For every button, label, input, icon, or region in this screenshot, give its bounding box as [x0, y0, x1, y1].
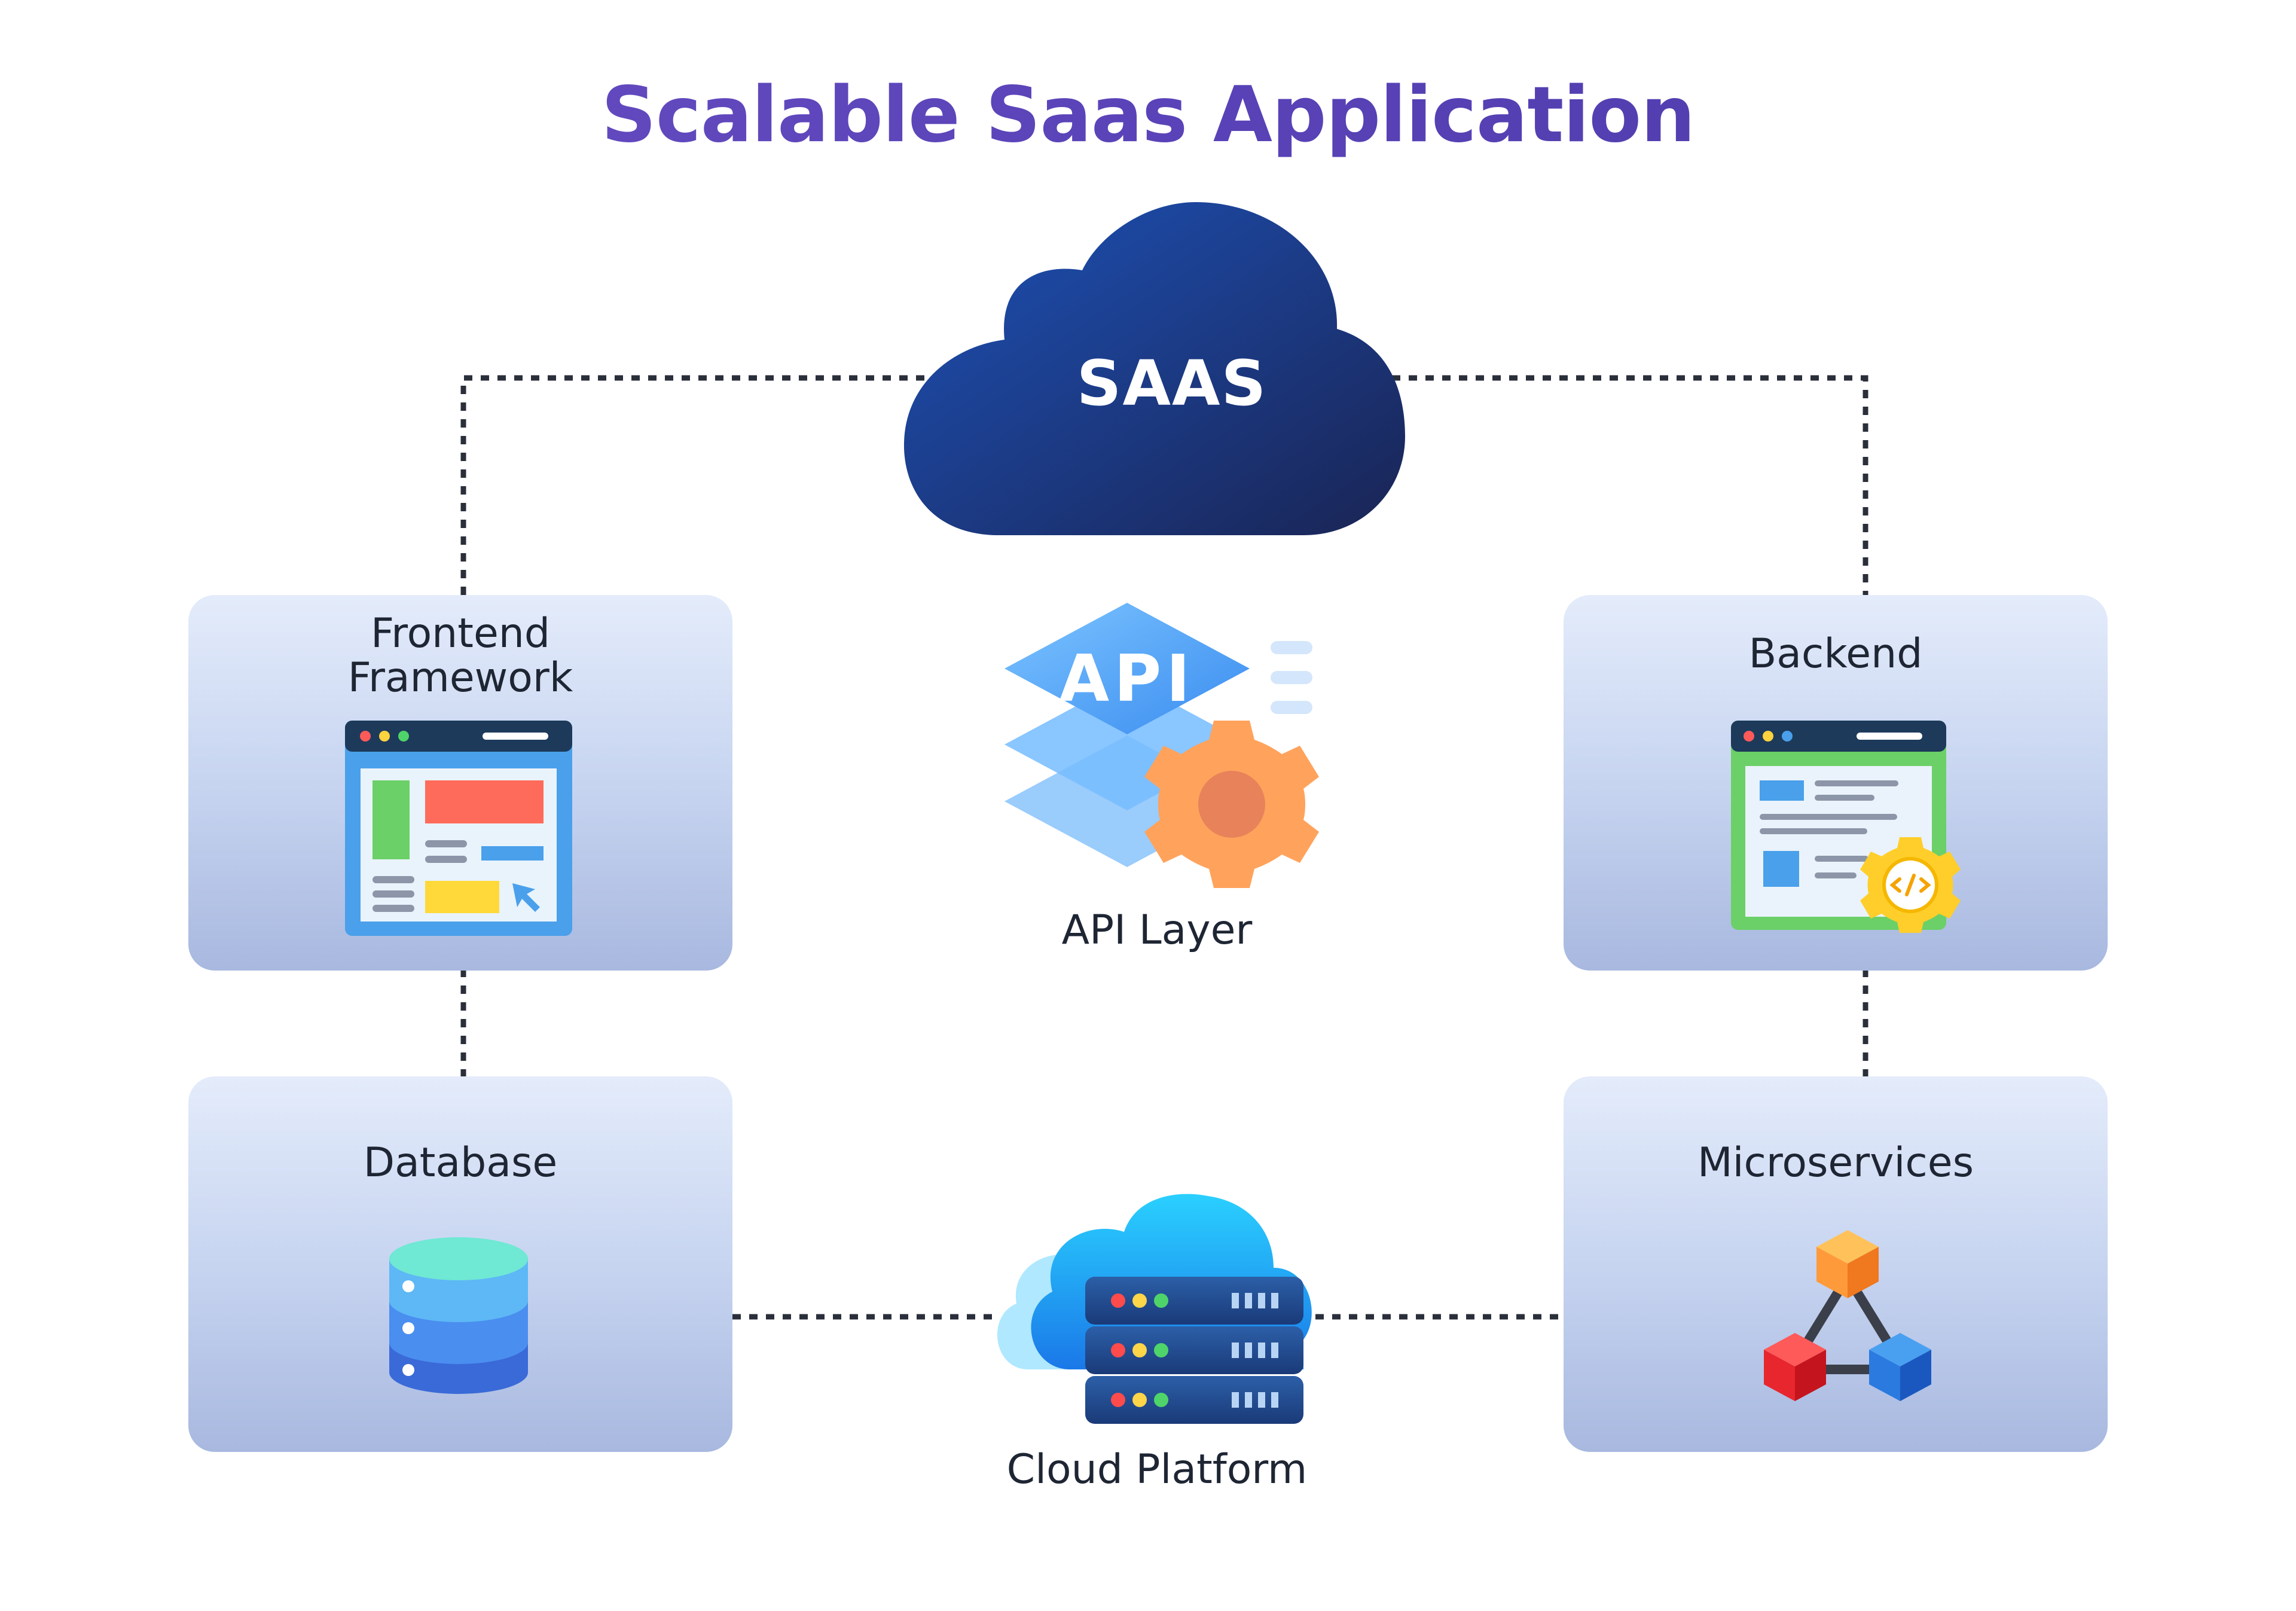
code-window-gear-icon	[1731, 721, 1961, 933]
connected-cubes-icon	[1764, 1230, 1931, 1401]
card-frontend-line1: Frontend	[370, 610, 551, 657]
card-backend: Backend	[1564, 595, 2108, 971]
cloud-server-icon	[997, 1194, 1312, 1424]
page-title: Scalable Saas Application	[0, 71, 2296, 160]
card-microservices: Microservices	[1564, 1076, 2108, 1452]
database-stack-icon	[389, 1237, 528, 1394]
cloud-platform-label: Cloud Platform	[1006, 1446, 1308, 1493]
api-layer-label: API Layer	[1061, 907, 1253, 954]
saas-cloud-label: SAAS	[1076, 347, 1268, 420]
card-frontend-label: Frontend Framework	[188, 612, 732, 700]
card-backend-label: Backend	[1748, 630, 1923, 678]
connector-frontend-saas	[460, 375, 933, 595]
api-badge-text: API	[1060, 642, 1195, 716]
api-gear-icon: API	[1004, 603, 1319, 888]
browser-window-icon	[345, 721, 572, 936]
server-lights	[1111, 1293, 1168, 1407]
cloud-icon	[903, 202, 1405, 535]
card-frontend-line2: Framework	[347, 654, 573, 701]
card-microservices-label: Microservices	[1697, 1139, 1974, 1186]
card-database-label: Database	[363, 1139, 558, 1186]
card-database: Database	[188, 1076, 732, 1452]
connectors	[460, 375, 1868, 1320]
connector-saas-backend	[1375, 375, 1868, 595]
card-frontend: Frontend Framework	[188, 595, 732, 971]
